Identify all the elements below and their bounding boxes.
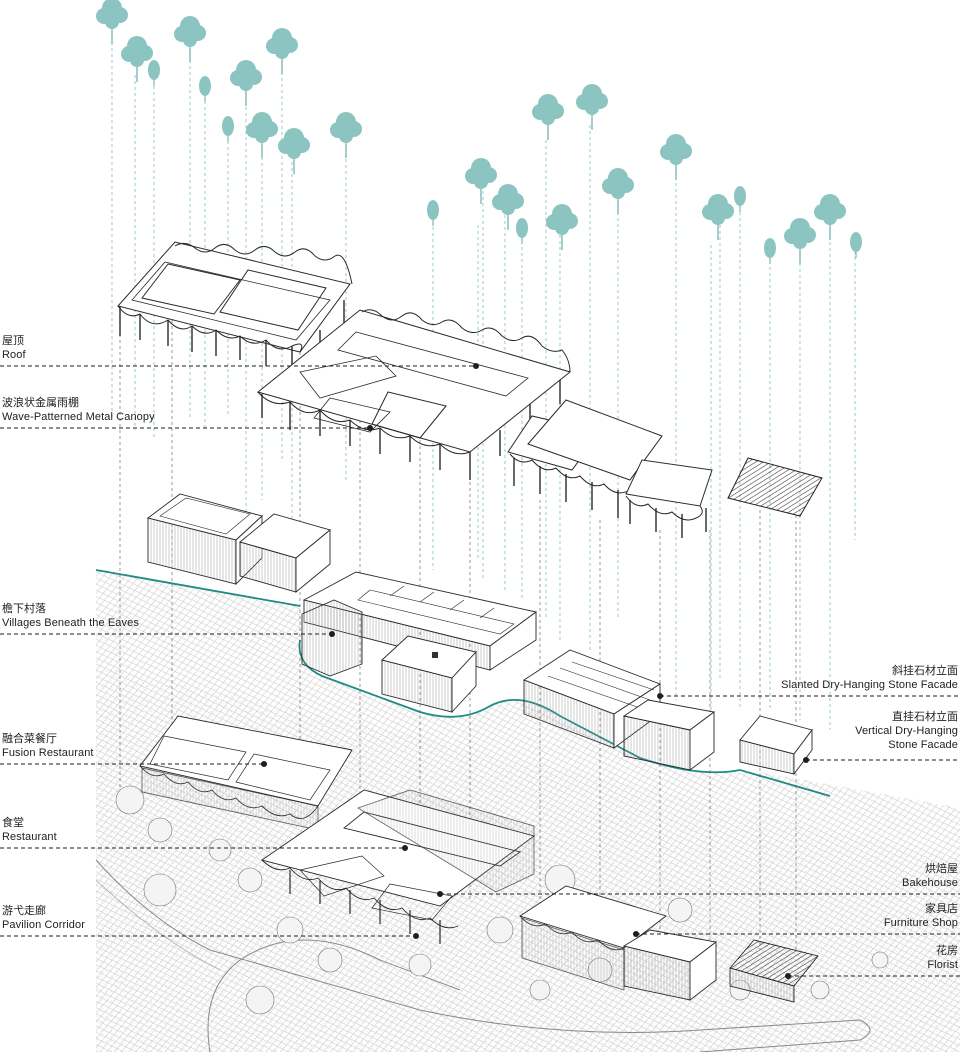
label-restaurant-zh: 食堂	[2, 817, 24, 829]
label-restaurant-en: Restaurant	[2, 831, 57, 843]
label-furniture-shop: 家具店 Furniture Shop	[884, 902, 958, 930]
label-canopy-zh: 波浪状金属雨棚	[2, 397, 79, 409]
label-florist-zh: 花房	[936, 945, 958, 957]
label-vertical-facade: 直挂石材立面 Vertical Dry-Hanging Stone Facade	[855, 710, 958, 752]
label-vertical-en2: Stone Facade	[888, 739, 958, 751]
label-roof-zh: 屋顶	[2, 335, 24, 347]
label-pavilion-corridor: 游弋走廊 Pavilion Corridor	[2, 904, 85, 932]
label-slanted-facade: 斜挂石材立面 Slanted Dry-Hanging Stone Facade	[781, 664, 958, 692]
label-canopy-en: Wave-Patterned Metal Canopy	[2, 411, 155, 423]
label-florist: 花房 Florist	[927, 944, 958, 972]
label-villages-en: Villages Beneath the Eaves	[2, 617, 139, 629]
label-furniture-zh: 家具店	[925, 903, 958, 915]
label-fusion-zh: 融合菜餐厅	[2, 733, 57, 745]
label-roof: 屋顶 Roof	[2, 334, 26, 362]
label-bakehouse-en: Bakehouse	[902, 877, 958, 889]
label-bakehouse-zh: 烘焙屋	[925, 863, 958, 875]
label-fusion-restaurant: 融合菜餐厅 Fusion Restaurant	[2, 732, 94, 760]
label-furniture-en: Furniture Shop	[883, 917, 958, 929]
label-roof-en: Roof	[2, 349, 26, 361]
label-slanted-zh: 斜挂石材立面	[892, 665, 958, 677]
label-florist-en: Florist	[927, 959, 958, 971]
label-slanted-en: Slanted Dry-Hanging Stone Facade	[781, 679, 958, 691]
label-vertical-en1: Vertical Dry-Hanging	[855, 725, 958, 737]
label-vertical-zh: 直挂石材立面	[892, 711, 958, 723]
label-corridor-en: Pavilion Corridor	[2, 919, 86, 931]
label-bakehouse: 烘焙屋 Bakehouse	[902, 862, 958, 890]
label-restaurant: 食堂 Restaurant	[2, 816, 57, 844]
label-fusion-en: Fusion Restaurant	[2, 747, 94, 759]
label-canopy: 波浪状金属雨棚 Wave-Patterned Metal Canopy	[2, 396, 155, 424]
label-villages: 檐下村落 Villages Beneath the Eaves	[2, 602, 139, 630]
label-corridor-zh: 游弋走廊	[2, 905, 46, 917]
label-villages-zh: 檐下村落	[2, 603, 46, 615]
